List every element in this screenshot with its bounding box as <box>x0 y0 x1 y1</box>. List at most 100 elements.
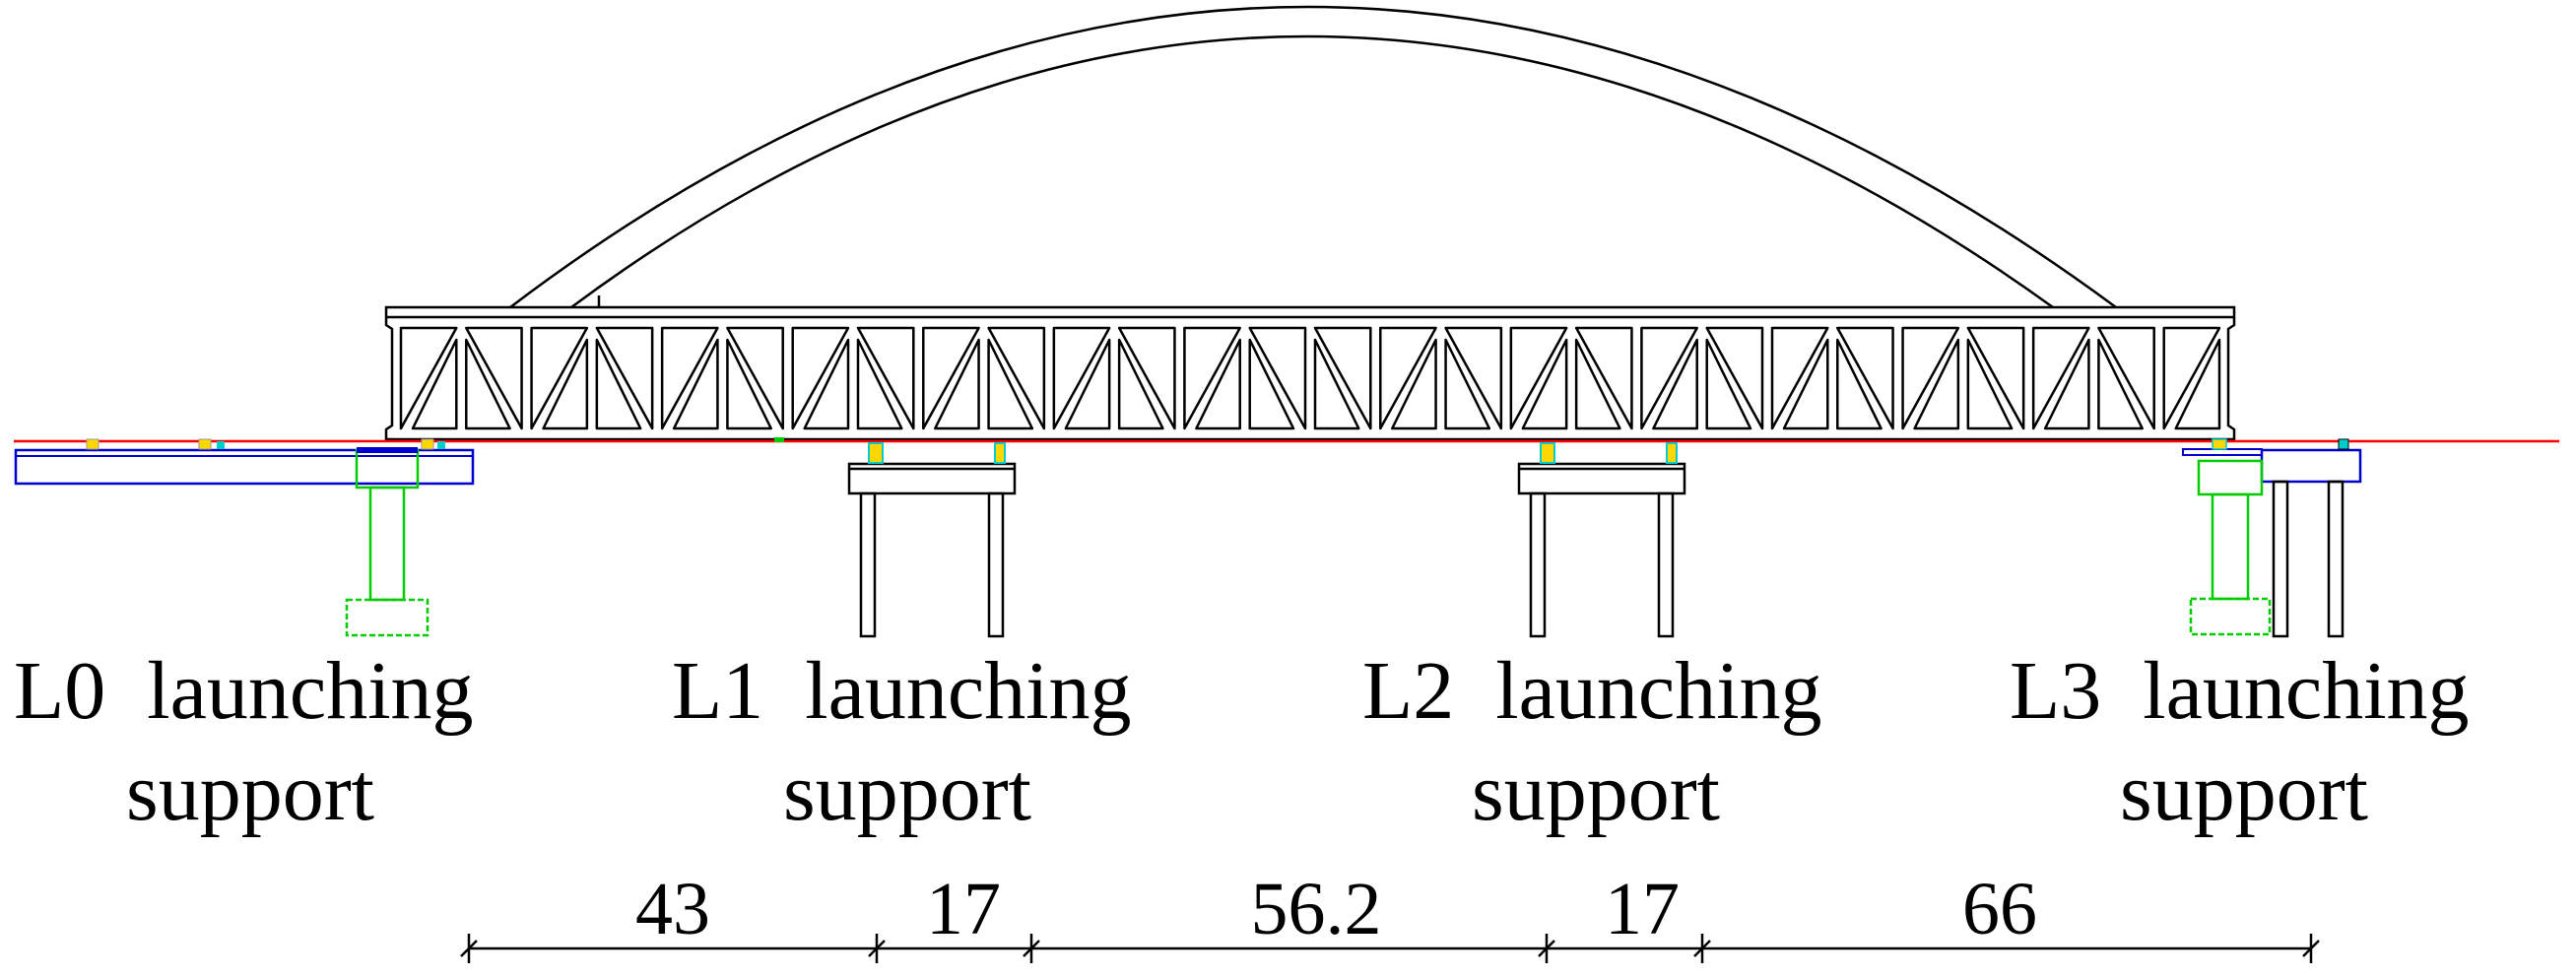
truss-panel-upper-3 <box>595 326 654 430</box>
truss-panel-upper-6 <box>791 326 850 430</box>
truss-panel-upper-0 <box>399 326 458 430</box>
truss-panel-upper-27 <box>2162 326 2221 430</box>
truss-panel-lower-12 <box>1195 338 1241 430</box>
l3-platform <box>2260 448 2362 484</box>
truss-panel-lower-3 <box>595 338 642 430</box>
dimension-slash-4 <box>1693 940 1711 957</box>
truss-panel-upper-13 <box>1248 326 1307 430</box>
l1-bearing-1 <box>868 442 884 464</box>
truss-panel-lower-9 <box>987 338 1034 430</box>
support-label-l2-line1: L2 launching <box>1362 645 1822 737</box>
l0-bearing-3 <box>217 441 225 449</box>
truss-panel-upper-18 <box>1574 326 1633 430</box>
truss-panel-lower-23 <box>1913 338 1960 430</box>
dimension-label-2: 17 <box>926 868 1001 950</box>
truss-panel-lower-8 <box>934 338 980 430</box>
truss-panel-upper-19 <box>1640 326 1698 430</box>
truss-panel-upper-17 <box>1509 326 1568 430</box>
l0-cap-detail <box>357 447 418 453</box>
truss-panel-lower-26 <box>2097 338 2144 430</box>
truss-panel-lower-0 <box>411 338 458 430</box>
l3-pier-cap <box>2197 459 2264 496</box>
support-l1 <box>847 442 1017 638</box>
truss-panel-upper-10 <box>1052 326 1111 430</box>
dimension-slash-5 <box>2302 940 2320 957</box>
l3-column-right <box>2327 480 2345 638</box>
dimension-slash-3 <box>1538 940 1555 957</box>
support-label-l1-line2: support <box>783 747 1031 838</box>
truss-panel-upper-21 <box>1770 326 1829 430</box>
truss-panel-upper-26 <box>2097 326 2155 430</box>
l2-bearing-1 <box>1540 442 1555 464</box>
truss-panel-lower-27 <box>2174 338 2221 430</box>
l2-bearing-2 <box>1666 442 1678 464</box>
truss-panel-upper-23 <box>1901 326 1960 430</box>
l1-cap-beam <box>847 462 1017 495</box>
truss-panel-lower-13 <box>1248 338 1295 430</box>
l0-bearing-2 <box>198 438 212 450</box>
truss-panel-upper-12 <box>1183 326 1241 430</box>
l3-bearing-2 <box>2338 438 2349 450</box>
l0-bearing-5 <box>437 441 445 449</box>
truss-panel-lower-1 <box>465 338 511 430</box>
truss-panel-upper-9 <box>987 326 1046 430</box>
support-label-l0-line2: support <box>126 747 374 838</box>
truss-panel-upper-7 <box>856 326 915 430</box>
l0-bearing-6 <box>774 437 784 442</box>
support-label-l3-line1: L3 launching <box>2010 645 2470 737</box>
dimension-slash-1 <box>868 940 886 957</box>
support-l0 <box>14 437 784 637</box>
truss-panel-upper-8 <box>922 326 980 430</box>
truss-panel-lower-20 <box>1705 338 1752 430</box>
l0-pier-footing <box>345 598 429 637</box>
truss-panel-lower-21 <box>1782 338 1829 430</box>
truss-panel-lower-17 <box>1521 338 1568 430</box>
truss-panel-lower-2 <box>542 338 589 430</box>
support-label-l3-line2: support <box>2120 747 2368 838</box>
girder-outline <box>384 305 2236 441</box>
l3-pier-footing <box>2189 597 2272 636</box>
l3-platform-deck <box>2182 448 2263 456</box>
support-label-l0-line1: L0 launching <box>14 645 474 737</box>
l2-cap-beam <box>1517 462 1686 495</box>
dimension-slash-2 <box>1023 940 1040 957</box>
dimension-label-1: 43 <box>635 868 710 950</box>
dimension-labels: 43 17 56.2 17 66 <box>635 868 2037 950</box>
arch-rib-outer <box>509 5 2117 309</box>
l3-pier-column <box>2211 492 2250 601</box>
l0-pier-column <box>368 486 406 602</box>
truss-panel-lower-22 <box>1836 338 1882 430</box>
truss-panel-lower-18 <box>1574 338 1621 430</box>
dimension-ticks <box>460 934 2320 963</box>
support-l2 <box>1517 442 1686 638</box>
support-labels: L0 launching support L1 launching suppor… <box>14 645 2470 838</box>
truss-panel-lower-11 <box>1117 338 1164 430</box>
l0-bearing-1 <box>86 438 99 450</box>
truss-panel-lower-6 <box>803 338 850 430</box>
truss-panel-lower-25 <box>2043 338 2090 430</box>
l2-column-left <box>1529 491 1547 638</box>
arch-rib-inner <box>570 34 2054 309</box>
dimension-line <box>460 934 2320 963</box>
truss-panel-lower-24 <box>1966 338 2014 430</box>
truss-panel-upper-22 <box>1836 326 1894 430</box>
arch-rib <box>509 5 2117 309</box>
truss-panel-lower-16 <box>1444 338 1491 430</box>
l1-column-right <box>987 491 1005 638</box>
truss-panel-upper-20 <box>1705 326 1764 430</box>
truss-panel-upper-4 <box>660 326 719 430</box>
truss-panel-lower-7 <box>856 338 903 430</box>
l1-column-left <box>859 491 877 638</box>
truss-panel-upper-5 <box>726 326 784 430</box>
truss-panel-upper-14 <box>1313 326 1372 430</box>
dimension-label-3: 56.2 <box>1251 868 1382 950</box>
truss-panel-upper-2 <box>530 326 589 430</box>
truss-panel-upper-25 <box>2031 326 2090 430</box>
truss-panel-upper-1 <box>465 326 523 430</box>
truss-girder <box>384 305 2236 441</box>
l1-bearing-2 <box>994 442 1006 464</box>
truss-panel-lower-19 <box>1652 338 1698 430</box>
truss-panel-upper-16 <box>1444 326 1503 430</box>
